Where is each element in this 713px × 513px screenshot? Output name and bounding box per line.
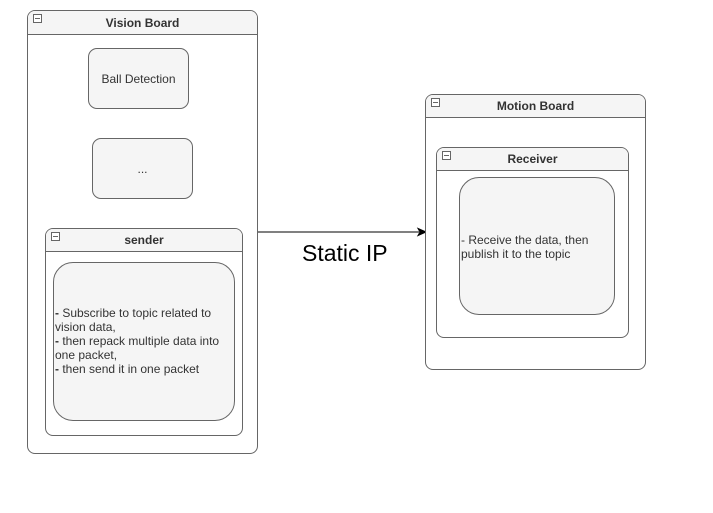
sender-line: vision data, [55,320,116,334]
sender-description-box[interactable]: - Subscribe to topic related to vision d… [53,262,235,421]
collapse-icon[interactable] [51,232,60,241]
placeholder-label: ... [137,161,148,176]
vision-board-header: Vision Board [28,11,257,35]
vision-board-title: Vision Board [105,16,180,30]
receiver-line: - Receive the data, then [461,233,589,247]
receiver-line: publish it to the topic [461,247,571,261]
sender-line: - Subscribe to topic related to [55,306,212,320]
collapse-icon[interactable] [442,151,451,160]
receiver-header: Receiver [437,148,628,171]
sender-line: one packet, [55,348,118,362]
receiver-title: Receiver [507,152,558,166]
placeholder-box[interactable]: ... [92,138,193,199]
sender-line: - then send it in one packet [55,362,200,376]
motion-board-header: Motion Board [426,95,645,118]
motion-board-title: Motion Board [496,99,575,113]
ball-detection-box[interactable]: Ball Detection [88,48,189,109]
sender-header: sender [46,229,242,252]
sender-title: sender [124,233,164,247]
receiver-description-box[interactable]: - Receive the data, then publish it to t… [459,177,615,315]
collapse-icon[interactable] [431,98,440,107]
ball-detection-label: Ball Detection [101,71,176,86]
sender-line: - then repack multiple data into [55,334,220,348]
sender-container[interactable]: sender - Subscribe to topic related to v… [45,228,243,436]
motion-board-container[interactable]: Motion Board Receiver - Receive the data… [425,94,646,370]
receiver-container[interactable]: Receiver - Receive the data, then publis… [436,147,629,338]
vision-board-container[interactable]: Vision Board Ball Detection ... sender -… [27,10,258,454]
connection-label: Static IP [302,240,388,266]
collapse-icon[interactable] [33,14,42,23]
